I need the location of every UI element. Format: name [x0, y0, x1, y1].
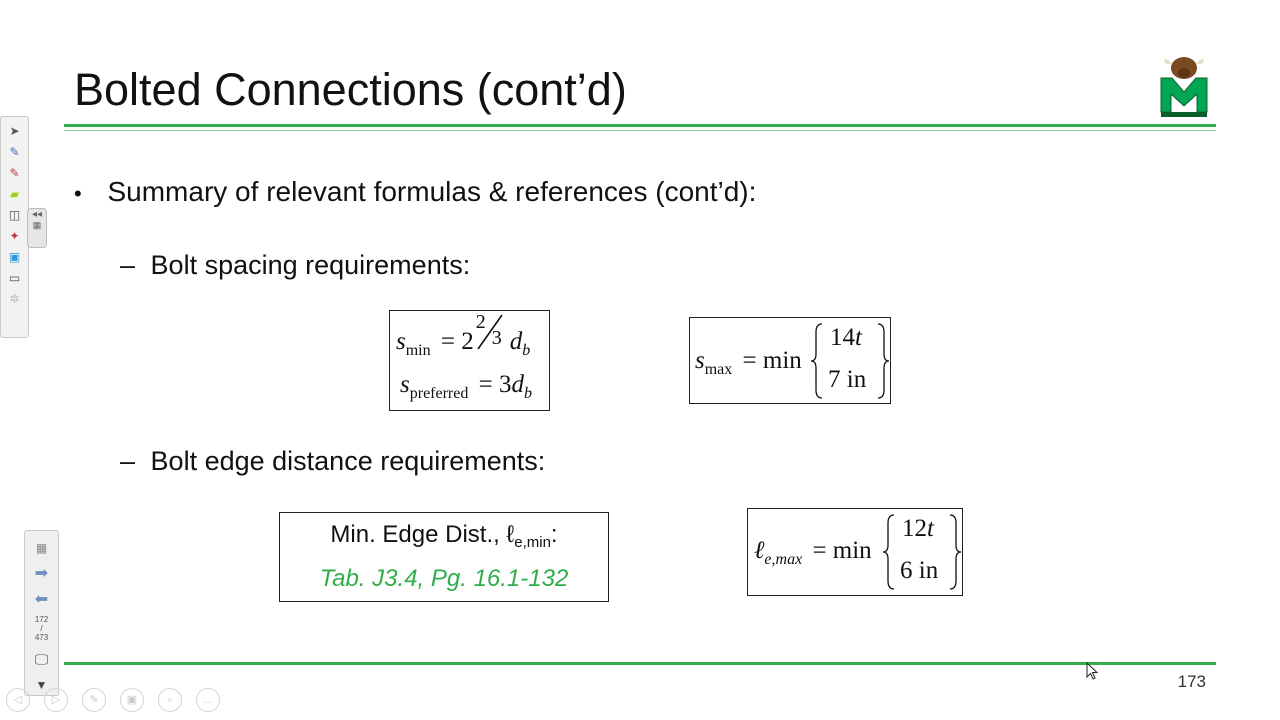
sub-b: b: [522, 342, 531, 359]
display-settings-icon[interactable]: 🖵: [34, 651, 49, 667]
formula-box-smax: smax = min 14t 7 in: [689, 317, 891, 404]
collapse-toolbar-button[interactable]: ◂◂ ▦: [27, 208, 47, 248]
shapes-icon[interactable]: ✲: [9, 292, 20, 306]
sub-preferred: preferred: [409, 385, 469, 402]
pen-icon[interactable]: ✎: [9, 145, 20, 159]
dash-2: –: [120, 446, 136, 476]
var-s: s: [396, 328, 406, 355]
zoom-circle-icon[interactable]: ⌕: [158, 688, 182, 712]
next-arrow-icon[interactable]: ➡: [34, 565, 49, 582]
marshall-logo: [1160, 57, 1208, 117]
sub-bullet-spacing: – Bolt spacing requirements:: [120, 250, 470, 281]
formula-smax: smax = min: [695, 347, 802, 379]
eq-min: = min: [742, 347, 802, 374]
var-s2: s: [400, 371, 410, 398]
var-s3: s: [695, 347, 705, 374]
grip-icon: ▦: [32, 220, 42, 230]
edge-min-label-text: Min. Edge Dist., ℓ: [330, 521, 515, 548]
presentation-controls: ◁ ▷ ✎ ▣ ⌕ …: [6, 688, 234, 714]
var-d2: d: [511, 371, 524, 398]
lemax-option-2: 6 in: [900, 557, 939, 584]
page-current: 172: [34, 615, 49, 624]
formula-box-lemax: ℓe,max = min 12t 6 in: [747, 508, 963, 596]
fraction-2-3: 2 3: [474, 311, 508, 350]
mouse-cursor-icon: [1086, 662, 1099, 680]
eq-3: = 3: [478, 371, 512, 398]
select-arrow-icon[interactable]: ➤: [9, 124, 20, 138]
page-indicator: 172 / 473: [25, 615, 58, 642]
magic-pen-icon[interactable]: ✦: [9, 229, 20, 243]
title-underline: [64, 124, 1216, 127]
title-underline-thin: [64, 130, 1216, 131]
page-total: 473: [34, 633, 49, 642]
bullet-dot: •: [74, 181, 82, 206]
next-circle-icon[interactable]: ▷: [44, 688, 68, 712]
formula-box-smin: smin = 2 2 3 db spreferred = 3db: [389, 310, 550, 411]
annotation-toolbar: ➤ ✎ ✎ ▰ ◫ ✦ ▣ ▭ ✲: [0, 116, 29, 338]
edge-min-colon: :: [550, 521, 558, 548]
main-bullet: • Summary of relevant formulas & referen…: [74, 176, 756, 208]
var-l: ℓ: [754, 537, 765, 564]
formula-smin: smin = 2 2 3 db: [396, 311, 531, 360]
lemax-option-1: 12t: [902, 515, 934, 543]
formula-spreferred: spreferred = 3db: [400, 371, 532, 403]
dash-1: –: [120, 250, 136, 280]
slide-nav-panel: ▦ ➡ ⬅ 172 / 473 🖵 ▼: [24, 530, 59, 696]
grid-icon[interactable]: ▦: [35, 541, 48, 555]
sub-b2: b: [523, 385, 532, 402]
more-circle-icon[interactable]: …: [196, 688, 220, 712]
highlighter-icon[interactable]: ▰: [9, 187, 20, 201]
opt1-num: 14: [830, 324, 855, 351]
edge-min-sub: e,min: [514, 534, 551, 551]
sub-bullet-edge: – Bolt edge distance requirements:: [120, 446, 545, 477]
collapse-arrow-icon: ◂◂: [31, 209, 43, 220]
opt1-t: t: [855, 324, 862, 351]
opt1b-num: 12: [902, 515, 927, 542]
var-d: d: [509, 328, 523, 355]
sub-bullet-edge-text: Bolt edge distance requirements:: [150, 446, 546, 476]
brace-group-smax: [810, 323, 890, 399]
smax-option-2: 7 in: [828, 366, 867, 393]
frac-num: 2: [475, 311, 486, 333]
sub-bullet-spacing-text: Bolt spacing requirements:: [150, 250, 471, 280]
smax-option-1: 14t: [830, 324, 862, 352]
footer-rule: [64, 662, 1216, 665]
edge-min-reference: Tab. J3.4, Pg. 16.1-132: [319, 565, 569, 592]
pen-circle-icon[interactable]: ✎: [82, 688, 106, 712]
eq-min2: = min: [812, 537, 872, 564]
page-number: 173: [1177, 672, 1206, 691]
eraser-icon[interactable]: ◫: [8, 208, 21, 222]
page-sep: /: [40, 624, 43, 633]
prev-arrow-icon[interactable]: ⬅: [34, 591, 49, 608]
slides-circle-icon[interactable]: ▣: [120, 688, 144, 712]
sub-emax: e,max: [764, 551, 803, 568]
eq-2: = 2: [440, 328, 474, 355]
line-icon[interactable]: ▭: [8, 271, 21, 285]
opt1b-t: t: [927, 515, 934, 542]
sub-min: min: [405, 342, 431, 359]
edge-min-label: Min. Edge Dist., ℓe,min:: [280, 521, 608, 551]
sub-max: max: [704, 361, 733, 378]
creative-pen-icon[interactable]: ✎: [9, 166, 20, 180]
text-icon[interactable]: ▣: [8, 250, 21, 264]
frac-den: 3: [491, 327, 502, 349]
chevron-down-icon[interactable]: ▼: [35, 678, 48, 692]
slide-title: Bolted Connections (cont’d): [74, 64, 627, 115]
main-bullet-text: Summary of relevant formulas & reference…: [107, 176, 757, 207]
edge-min-box: Min. Edge Dist., ℓe,min: Tab. J3.4, Pg. …: [279, 512, 609, 602]
frac-slash: [477, 314, 503, 350]
prev-circle-icon[interactable]: ◁: [6, 688, 30, 712]
formula-lemax: ℓe,max = min: [754, 537, 872, 569]
brace-group-lemax: [882, 514, 962, 590]
